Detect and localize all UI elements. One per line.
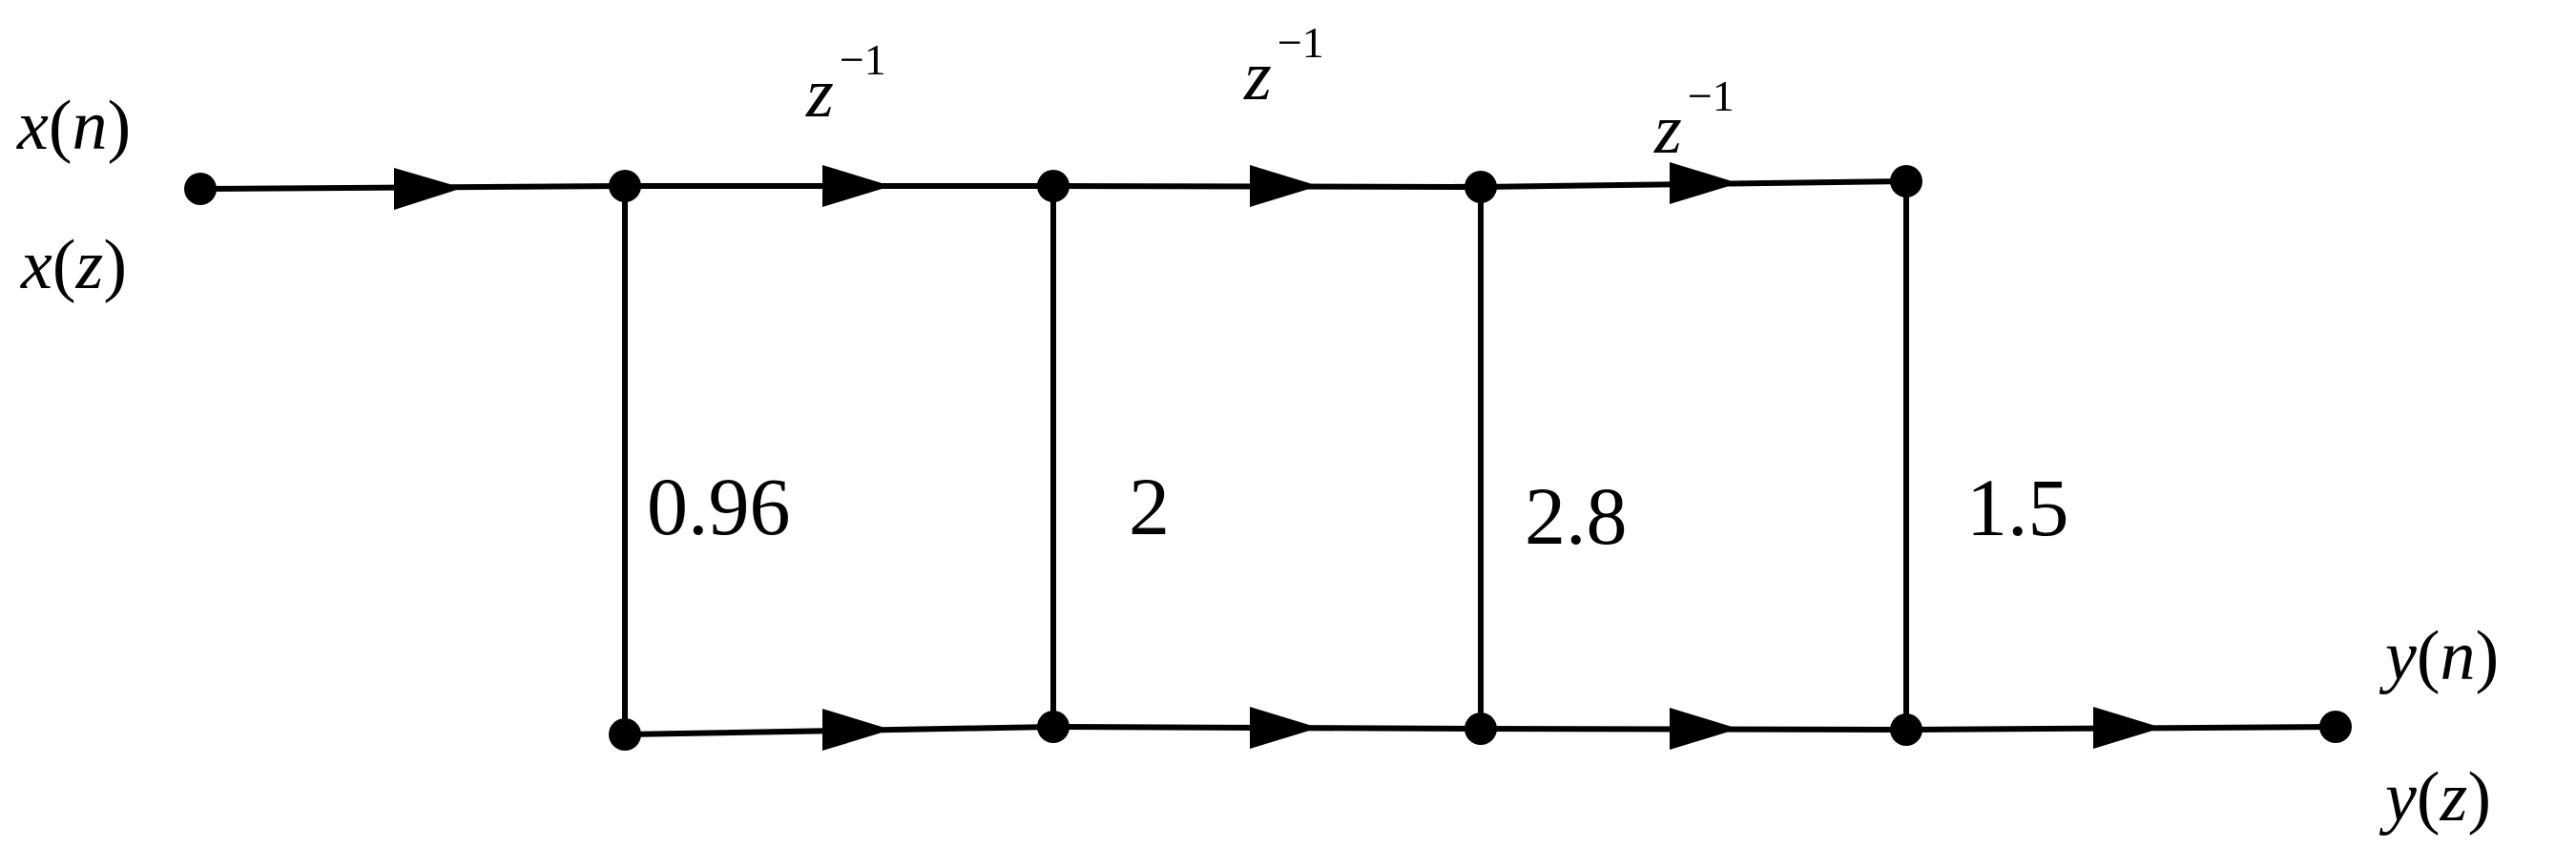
node-bottom-3	[1465, 713, 1497, 745]
arrow-delay-3	[1670, 162, 1738, 204]
arrow-output	[2093, 707, 2162, 749]
node-top-1	[609, 170, 641, 202]
node-bottom-1	[609, 718, 641, 751]
node-bottom-2	[1037, 711, 1070, 743]
arrow-sum-3	[1670, 708, 1738, 750]
arrow-delay-1	[822, 165, 891, 207]
node-top-2	[1037, 170, 1070, 202]
arrow-sum-2	[1250, 707, 1319, 749]
coefficient-label-1: 2	[1129, 461, 1170, 552]
input-time-label: x(n)	[16, 87, 131, 165]
delay-label-3: z−1	[1653, 72, 1735, 169]
node-top-4	[1890, 165, 1922, 197]
output-time-label: y(n)	[2379, 617, 2499, 695]
node-bottom-4	[1890, 713, 1922, 746]
coefficient-label-3: 1.5	[1966, 462, 2069, 553]
output-z-label: y(z)	[2379, 758, 2491, 837]
arrow-sum-1	[822, 709, 891, 751]
delay-label-1: z−1	[805, 35, 886, 133]
arrow-input	[394, 168, 463, 210]
coefficient-label-0: 0.96	[647, 461, 791, 552]
node-input	[184, 173, 217, 205]
node-output	[2319, 711, 2352, 743]
node-top-3	[1465, 171, 1497, 203]
delay-label-2: z−1	[1243, 18, 1324, 115]
input-z-label: x(z)	[20, 226, 127, 304]
arrow-delay-2	[1250, 165, 1319, 207]
coefficient-label-2: 2.8	[1525, 470, 1628, 562]
